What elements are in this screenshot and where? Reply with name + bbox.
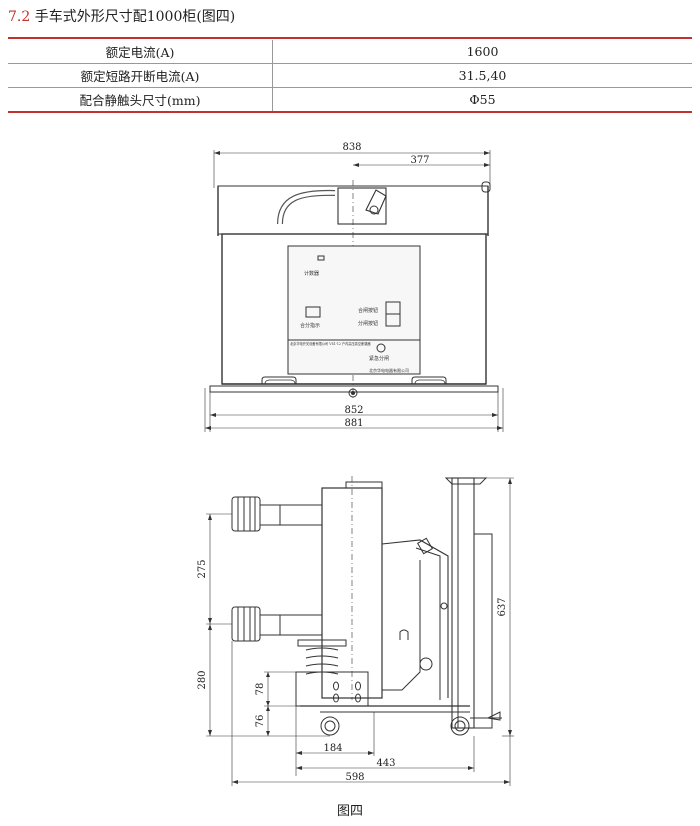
dim-852: 852 (344, 405, 363, 416)
front-view: 838 377 计数器 合分指示 合闸按钮 分闸按钮 北京华电开关设备有限公司 … (204, 142, 504, 432)
param-cell: 配合静触头尺寸(mm) (8, 87, 273, 112)
panel-indicator-label: 合分指示 (300, 322, 320, 329)
value-cell: 31.5,40 (272, 63, 692, 88)
table-bottom-rule (8, 111, 692, 113)
dim-598: 598 (345, 772, 364, 783)
value-cell: Φ55 (272, 87, 692, 112)
table-top-rule (8, 37, 692, 39)
dim-377: 377 (410, 155, 429, 166)
dim-275: 275 (197, 559, 208, 578)
param-cell: 额定电流(A) (8, 40, 273, 64)
dim-838: 838 (342, 142, 361, 153)
section-heading: 7.2 手车式外形尺寸配1000柜(图四) (8, 6, 235, 26)
dim-881: 881 (344, 418, 363, 429)
table-row: 配合静触头尺寸(mm) Φ55 (8, 87, 692, 112)
panel-emergency-label: 紧急分闸 (369, 355, 389, 362)
value-cell: 1600 (272, 40, 692, 64)
side-view: 275 280 78 76 637 184 443 598 (197, 476, 514, 786)
section-title: 手车式外形尺寸配1000柜(图四) (34, 9, 236, 25)
dim-76: 76 (255, 715, 266, 728)
spec-table: 额定电流(A) 1600 额定短路开断电流(A) 31.5,40 配合静触头尺寸… (8, 40, 692, 112)
panel-nameplate: 北京华电开关设备有限公司 VS1-12 户内高压真空断路器 (290, 341, 371, 346)
dim-280: 280 (197, 670, 208, 689)
table-row: 额定短路开断电流(A) 31.5,40 (8, 63, 692, 88)
table-row: 额定电流(A) 1600 (8, 40, 692, 64)
dim-443: 443 (376, 758, 395, 769)
figure-caption: 图四 (336, 804, 363, 819)
panel-open-button-label: 分闸按钮 (358, 320, 378, 327)
panel-close-button-label: 合闸按钮 (358, 307, 378, 314)
panel-counter-label: 计数器 (304, 270, 319, 277)
section-number: 7.2 (8, 9, 31, 25)
dim-78: 78 (255, 683, 266, 696)
dim-184: 184 (323, 743, 342, 754)
dim-637: 637 (497, 597, 508, 616)
panel-company-label: 北京华电电器有限公司 (369, 367, 409, 373)
param-cell: 额定短路开断电流(A) (8, 63, 273, 88)
